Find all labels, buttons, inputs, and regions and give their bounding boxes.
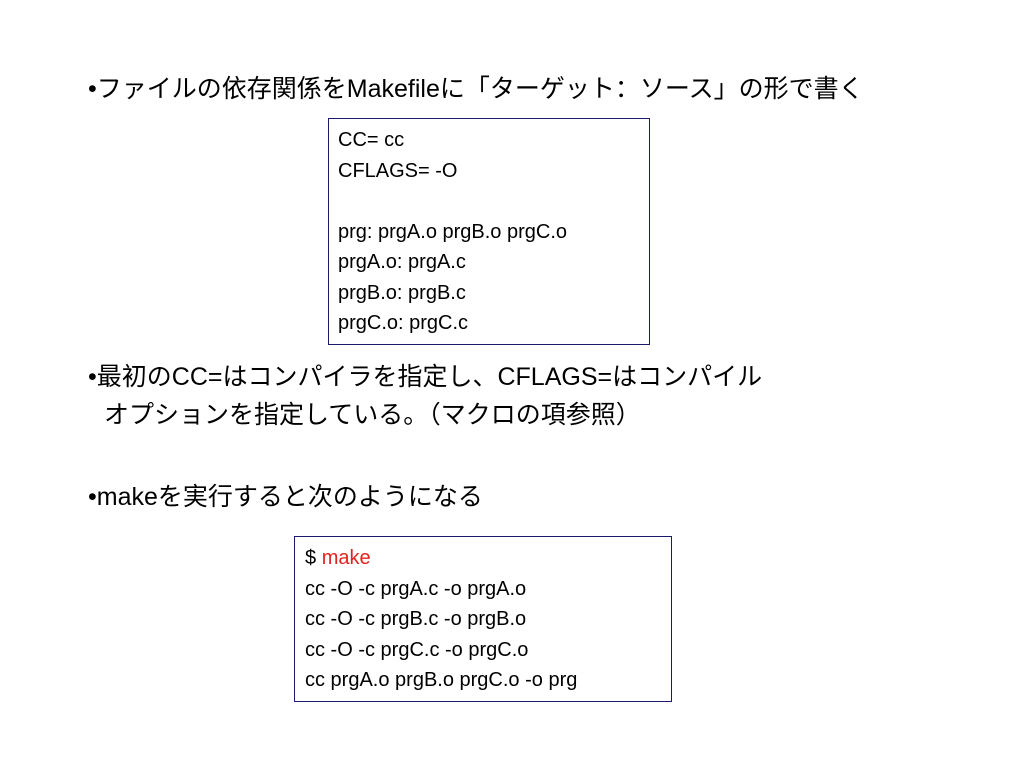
- output-line: cc -O -c prgA.c -o prgA.o: [305, 577, 527, 600]
- bullet-marker: •: [88, 483, 97, 511]
- bullet-makefile-format: •ファイルの依存関係をMakefileに「ターゲット：ソース」の形で書く: [88, 72, 864, 106]
- makefile-code-box: CC= cc CFLAGS= -O prg: prgA.o prgB.o prg…: [328, 118, 650, 345]
- makefile-line: [338, 186, 649, 217]
- bullet-marker: •: [88, 363, 97, 391]
- output-line: cc -O -c prgC.c -o prgC.o: [305, 638, 529, 661]
- makefile-line: CFLAGS= -O: [338, 159, 458, 182]
- bullet-macro-explanation-line2: オプションを指定している。（マクロの項参照）: [104, 401, 641, 429]
- makefile-line: CC= cc: [338, 129, 405, 151]
- makefile-line: prg: prgA.o prgB.o prgC.o: [338, 220, 568, 243]
- bullet-makefile-format-text: ファイルの依存関係をMakefileに「ターゲット：ソース」の形で書く: [96, 75, 864, 103]
- bullet-run-make: •makeを実行すると次のようになる: [88, 480, 483, 514]
- bullet-marker: •: [88, 75, 97, 103]
- make-output-box: $ make cc -O -c prgA.c -o prgA.o cc -O -…: [294, 536, 672, 702]
- command-prompt-line: $ make: [305, 543, 671, 574]
- bullet-run-make-text: makeを実行すると次のようになる: [96, 483, 483, 511]
- output-line: cc prgA.o prgB.o prgC.o -o prg: [305, 669, 578, 691]
- shell-prompt: $: [305, 547, 322, 569]
- bullet-macro-explanation-line1: 最初のCC=はコンパイラを指定し、CFLAGS=はコンパイル: [96, 363, 763, 391]
- makefile-line: prgA.o: prgA.c: [338, 251, 466, 273]
- bullet-macro-explanation: •最初のCC=はコンパイラを指定し、CFLAGS=はコンパイル: [88, 360, 762, 394]
- makefile-line: prgC.o: prgC.c: [338, 312, 469, 334]
- makefile-line: prgB.o: prgB.c: [338, 281, 466, 304]
- bullet-macro-explanation-continuation: オプションを指定している。（マクロの項参照）: [104, 398, 641, 432]
- output-line: cc -O -c prgB.c -o prgB.o: [305, 608, 527, 630]
- make-command: make: [321, 547, 371, 569]
